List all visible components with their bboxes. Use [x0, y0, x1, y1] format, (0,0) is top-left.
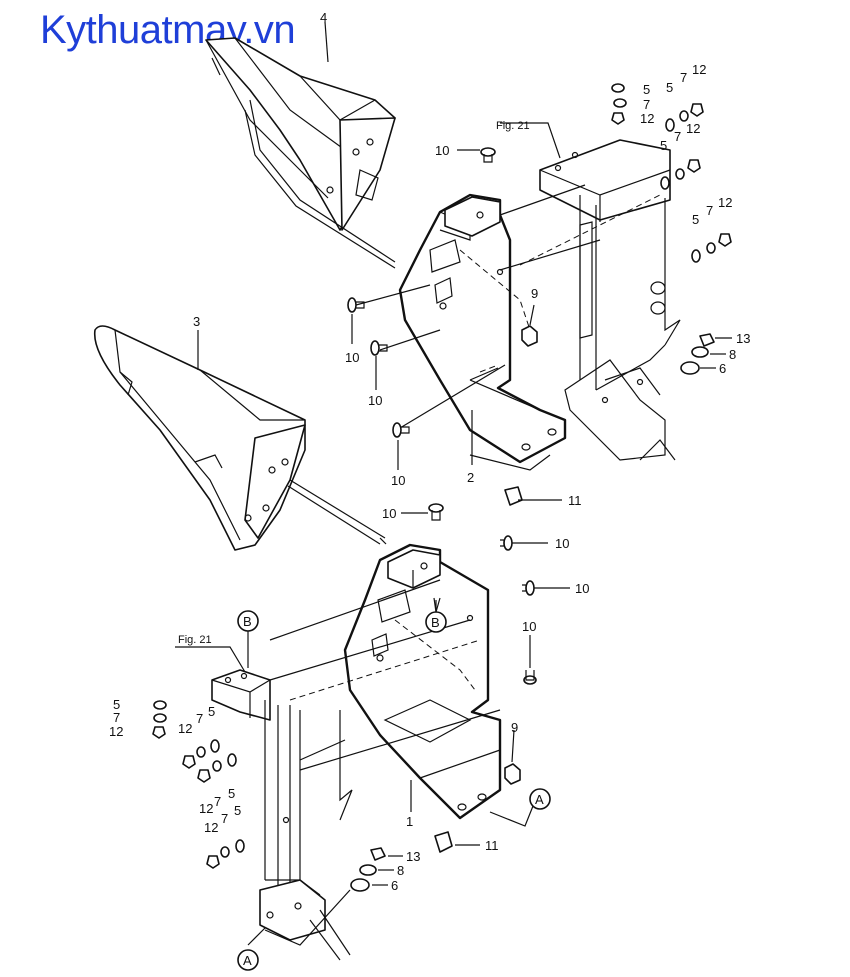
- label-nut-12-a: 12: [640, 111, 654, 126]
- label-nut-12-f: 12: [178, 721, 192, 736]
- label-bolt-10-h: 10: [522, 619, 536, 634]
- label-nut-12-d: 12: [718, 195, 732, 210]
- label-part-2: 2: [467, 470, 474, 485]
- washers-nuts-upper: [611, 83, 732, 375]
- bracket-plate-1: [343, 543, 502, 820]
- label-fig21-lower: Fig. 21: [178, 634, 212, 646]
- label-nut-12-c: 12: [686, 121, 700, 136]
- label-part-1: 1: [406, 814, 413, 829]
- cover-4: [205, 37, 396, 269]
- label-nut-12-e: 12: [109, 724, 123, 739]
- leader-lines: [175, 21, 732, 946]
- label-bolt-10-g: 10: [575, 581, 589, 596]
- callout-b-plate: B: [431, 615, 440, 630]
- callout-b-lower-frame: B: [243, 614, 252, 629]
- fittings-9-11: [434, 325, 538, 853]
- label-washer-5-b: 5: [666, 80, 673, 95]
- label-fitting-9-upper: 9: [531, 286, 538, 301]
- lower-frame: [211, 579, 501, 961]
- label-washer-5-a: 5: [643, 82, 650, 97]
- label-fitting-9-lower: 9: [511, 720, 518, 735]
- label-washer-5-h: 5: [234, 803, 241, 818]
- label-part-4: 4: [320, 10, 327, 25]
- washers-nuts-lower: [152, 700, 386, 892]
- label-washer-7-e: 7: [113, 710, 120, 725]
- label-nut-13-lower: 13: [406, 849, 420, 864]
- label-washer-8-upper: 8: [729, 347, 736, 362]
- label-nut-13-upper: 13: [736, 331, 750, 346]
- label-nut-12-b: 12: [692, 62, 706, 77]
- label-washer-5-d: 5: [692, 212, 699, 227]
- label-washer-6-lower: 6: [391, 878, 398, 893]
- bolts-10: [347, 147, 537, 685]
- label-washer-5-c: 5: [660, 138, 667, 153]
- label-washer-7-g: 7: [214, 794, 221, 809]
- label-nut-12-h: 12: [204, 820, 218, 835]
- reference-callouts: B B A A: [237, 610, 551, 971]
- label-bolt-10-d: 10: [391, 473, 405, 488]
- label-washer-7-a: 7: [643, 97, 650, 112]
- label-washer-7-b: 7: [680, 70, 687, 85]
- label-washer-7-c: 7: [674, 129, 681, 144]
- part-labels: 4 3 2 1 Fig. 21 Fig. 21 10 10 10 10 10 1…: [109, 10, 750, 893]
- label-fitting-11-lower: 11: [485, 838, 499, 853]
- label-fig21-upper: Fig. 21: [496, 120, 530, 132]
- label-bolt-10-a: 10: [435, 143, 449, 158]
- label-bolt-10-b: 10: [345, 350, 359, 365]
- label-bolt-10-f: 10: [555, 536, 569, 551]
- label-washer-6-upper: 6: [719, 361, 726, 376]
- label-washer-7-d: 7: [706, 203, 713, 218]
- label-washer-7-h: 7: [221, 811, 228, 826]
- label-bolt-10-e: 10: [382, 506, 396, 521]
- label-washer-8-lower: 8: [397, 863, 404, 878]
- site-watermark: Kythuatmay.vn: [40, 8, 296, 52]
- upper-frame: [499, 139, 681, 461]
- label-part-3: 3: [193, 314, 200, 329]
- label-washer-5-f: 5: [208, 704, 215, 719]
- callout-a-plate: A: [535, 792, 544, 807]
- label-washer-7-f: 7: [196, 711, 203, 726]
- label-washer-5-e: 5: [113, 697, 120, 712]
- label-bolt-10-c: 10: [368, 393, 382, 408]
- label-nut-12-g: 12: [199, 801, 213, 816]
- cover-3: [93, 325, 387, 551]
- label-washer-5-g: 5: [228, 786, 235, 801]
- bracket-plate-2: [355, 193, 567, 464]
- callout-a-lower-frame: A: [243, 953, 252, 968]
- label-fitting-11-upper: 11: [568, 493, 582, 508]
